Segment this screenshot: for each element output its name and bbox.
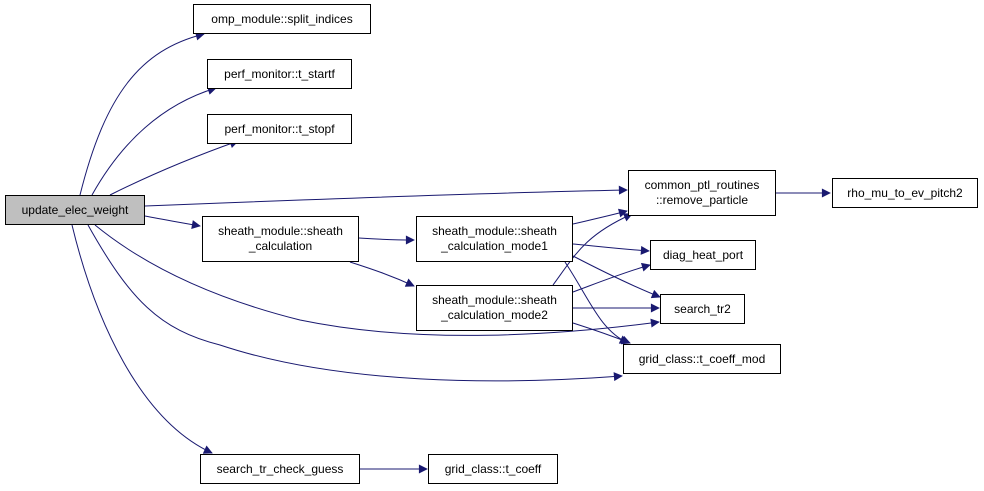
node-omp-module-split-indices[interactable]: omp_module::split_indices [193,4,371,34]
edge-update-elec-weight-to-split-indices [79,31,205,196]
edge-sheath-calculation-to-sheath-calculation-mode2 [349,261,415,287]
edge-sheath-calculation-mode2-to-t-coeff-mod [572,322,631,345]
node-label-line: perf_monitor::t_startf [224,66,335,81]
node-update-elec-weight[interactable]: update_elec_weight [5,195,145,225]
edge-sheath-calculation-mode1-to-t-coeff-mod [564,261,629,344]
edge-sheath-calculation-mode1-to-search-tr2 [572,255,661,299]
edge-update-elec-weight-to-search-tr-check-guess [71,224,213,454]
node-label-line: update_elec_weight [21,202,129,217]
node-sheath-module-sheath-calculation-mode1[interactable]: sheath_module::sheath_calculation_mode1 [416,216,573,262]
node-label-line: omp_module::split_indices [211,11,353,26]
node-label-line: _calculation [248,239,313,253]
edge-update-elec-weight-to-t-startf [91,86,217,196]
node-perf-monitor-t-stopf[interactable]: perf_monitor::t_stopf [207,114,352,144]
edge-update-elec-weight-to-search-tr2 [94,224,660,336]
edge-update-elec-weight-to-sheath-calculation [144,215,201,229]
node-grid-class-t-coeff-mod[interactable]: grid_class::t_coeff_mod [623,344,781,374]
edge-sheath-calculation-mode1-to-diag-heat-port [572,243,650,255]
node-grid-class-t-coeff[interactable]: grid_class::t_coeff [428,454,558,484]
node-rho-mu-to-ev-pitch2[interactable]: rho_mu_to_ev_pitch2 [832,178,978,208]
node-label-line: common_ptl_routines [644,178,760,192]
edge-update-elec-weight-to-remove-particle [144,185,628,207]
node-label-line: diag_heat_port [662,247,744,262]
edge-sheath-calculation-mode1-to-remove-particle [572,208,628,225]
node-label-line: sheath_module::sheath [218,224,343,238]
node-diag-heat-port[interactable]: diag_heat_port [650,240,756,270]
node-search-tr2[interactable]: search_tr2 [660,294,745,324]
node-sheath-module-sheath-calculation[interactable]: sheath_module::sheath_calculation [202,216,359,262]
node-sheath-module-sheath-calculation-mode2[interactable]: sheath_module::sheath_calculation_mode2 [416,285,573,331]
node-label-line: perf_monitor::t_stopf [224,121,335,136]
node-label-line: search_tr_check_guess [216,461,344,476]
node-perf-monitor-t-startf[interactable]: perf_monitor::t_startf [207,59,352,89]
edge-update-elec-weight-to-t-coeff-mod [87,224,623,382]
edge-update-elec-weight-to-t-stopf [109,139,239,196]
node-label-line: _calculation_mode1 [441,239,548,253]
node-label-line: _calculation_mode2 [441,308,548,322]
edge-sheath-calculation-mode2-to-remove-particle [552,213,633,286]
node-label-line: grid_class::t_coeff [444,461,542,476]
node-label-line: rho_mu_to_ev_pitch2 [847,185,963,200]
node-label-line: sheath_module::sheath [432,293,557,307]
node-label-line: sheath_module::sheath [432,224,557,238]
node-label-line: ::remove_particle [655,193,749,207]
node-label-line: search_tr2 [674,301,731,316]
node-label-line: grid_class::t_coeff_mod [638,351,766,366]
node-search-tr-check-guess[interactable]: search_tr_check_guess [200,454,360,484]
node-common-ptl-routines-remove-particle[interactable]: common_ptl_routines::remove_particle [628,170,776,216]
edge-sheath-calculation-to-sheath-calculation-mode1 [358,235,415,245]
edge-sheath-calculation-mode2-to-diag-heat-port [572,262,651,293]
